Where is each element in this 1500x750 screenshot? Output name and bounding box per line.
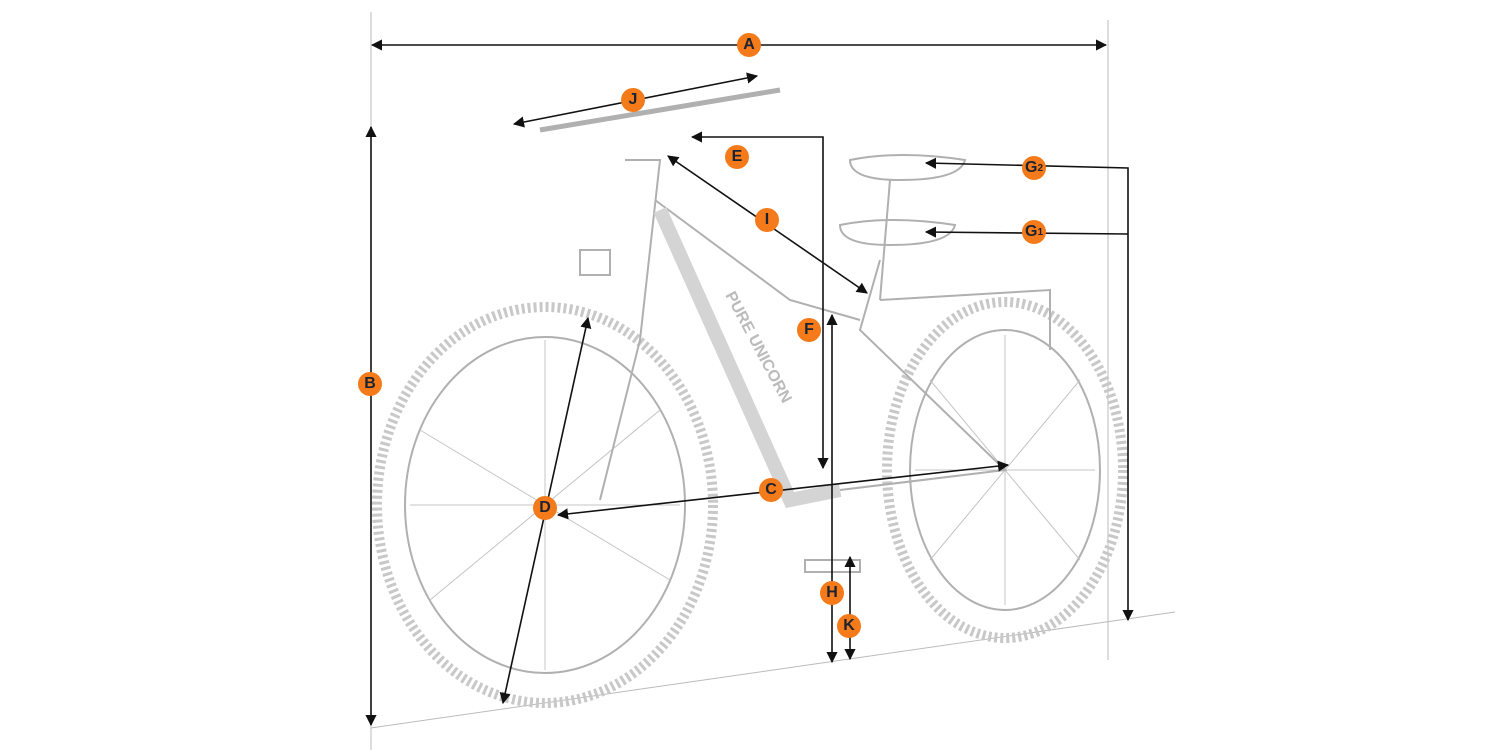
down-tube <box>653 207 842 508</box>
label-a: A <box>737 33 761 57</box>
label-i: I <box>755 208 779 232</box>
dimension-arrows <box>365 39 1134 727</box>
fork <box>599 159 662 501</box>
arrow-c <box>556 460 1010 520</box>
label-h: H <box>820 581 844 605</box>
bike-drawing <box>372 87 1128 708</box>
headlight <box>579 249 611 276</box>
ground-line <box>370 611 1176 729</box>
label-c: C <box>759 478 783 502</box>
label-f: F <box>797 318 821 342</box>
label-e: E <box>725 145 749 169</box>
label-b: B <box>358 372 382 396</box>
saddle-high <box>848 154 967 182</box>
handlebar <box>539 87 781 133</box>
rear-rack <box>879 288 1051 350</box>
arrow-g2 <box>924 157 1134 622</box>
arrow-e <box>690 131 829 470</box>
label-d: D <box>533 496 557 520</box>
label-k: K <box>837 614 861 638</box>
label-j: J <box>621 88 645 112</box>
